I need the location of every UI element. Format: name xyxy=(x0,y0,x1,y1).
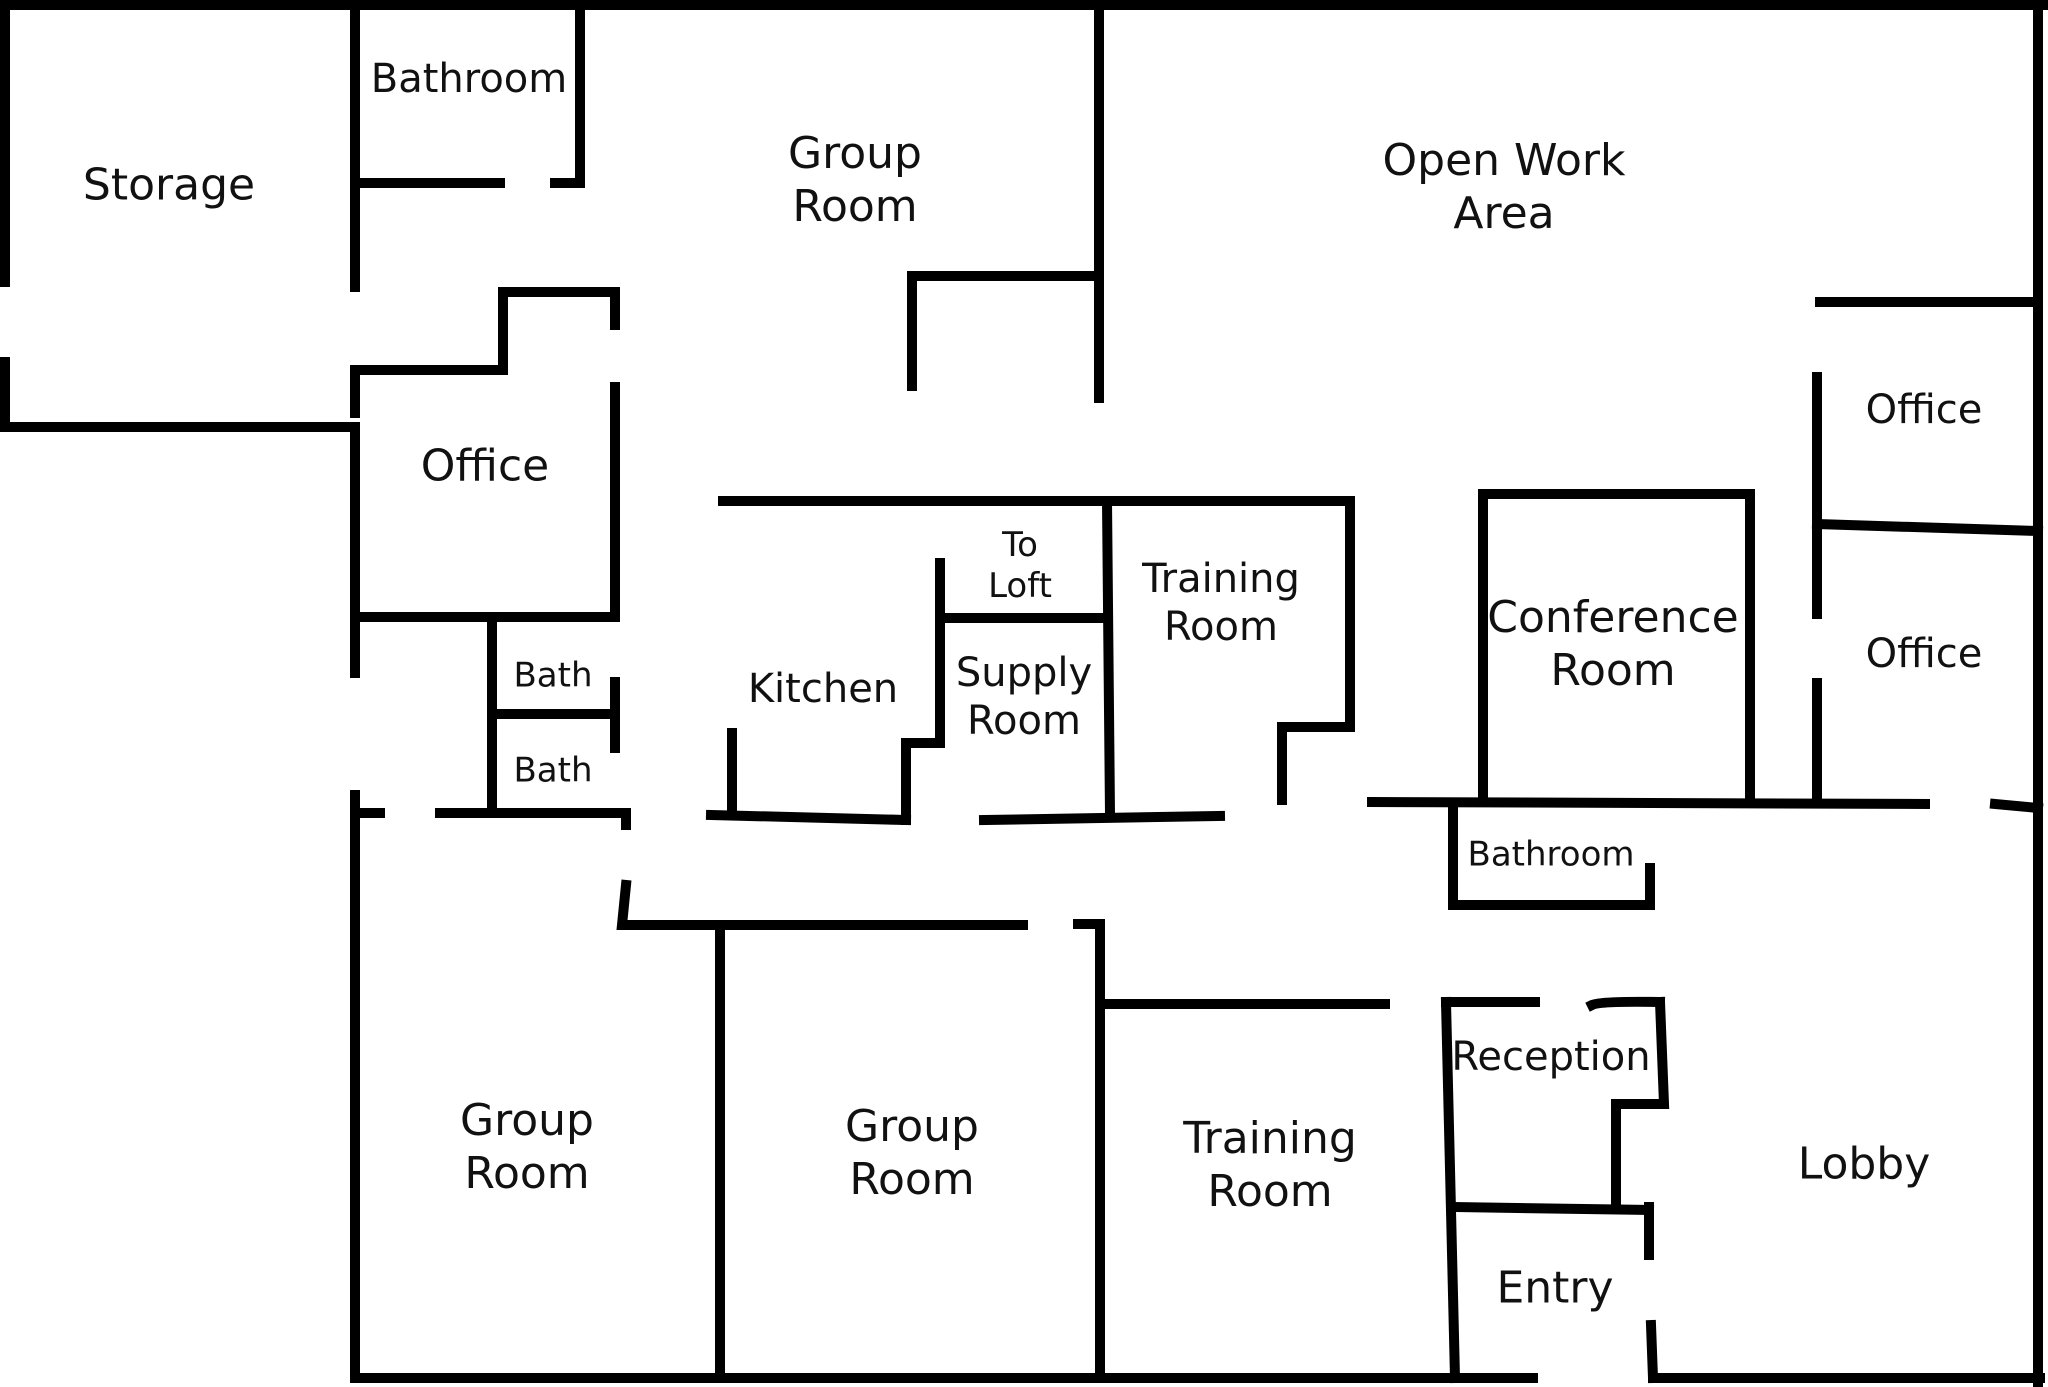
room-label-line: Room xyxy=(464,1148,590,1199)
room-label-line: Bath xyxy=(513,655,593,696)
room-label-line: Group xyxy=(460,1095,594,1147)
room-label-group-room-bottom-left: Group Room xyxy=(460,1095,594,1201)
room-label-line: Office xyxy=(1865,631,1983,677)
wall-kitchen-step xyxy=(901,738,945,825)
room-label-line: Room xyxy=(792,181,918,232)
wall-corridor-right-a xyxy=(1366,796,1931,810)
room-label-lobby: Lobby xyxy=(1798,1139,1931,1192)
wall-entry-right-b xyxy=(1645,1319,1659,1384)
room-label-line: Supply xyxy=(955,650,1093,696)
room-label-entry: Entry xyxy=(1496,1263,1613,1316)
room-label-office-right-bottom: Office xyxy=(1866,630,1983,678)
room-label-line: Reception xyxy=(1451,1034,1651,1080)
room-label-bath-upper: Bath xyxy=(513,656,592,697)
room-label-line: Room xyxy=(1207,1166,1333,1217)
room-label-training-room-bottom: Training Room xyxy=(1183,1113,1357,1219)
room-label-line: Entry xyxy=(1496,1262,1614,1314)
room-label-group-room-top: Group Room xyxy=(788,128,922,234)
room-label-open-work-area: Open Work Area xyxy=(1383,135,1626,241)
room-label-line: Group xyxy=(845,1101,979,1153)
room-label-line: Room xyxy=(967,698,1081,744)
room-label-to-loft: To Loft xyxy=(988,525,1052,607)
room-label-line: To xyxy=(1002,525,1038,566)
room-label-bath-lower: Bath xyxy=(513,751,592,792)
room-label-line: Kitchen xyxy=(747,666,899,712)
room-label-office-right-top: Office xyxy=(1866,386,1983,434)
wall-reception-top-b xyxy=(1585,996,1666,1012)
room-label-office-left: Office xyxy=(421,441,549,494)
wall-supply-bottom xyxy=(978,810,1226,826)
room-label-line: Room xyxy=(1550,645,1676,696)
room-label-line: Loft xyxy=(988,566,1052,606)
room-label-line: Office xyxy=(1865,387,1983,433)
wall-training-mid-notch xyxy=(1277,722,1355,805)
room-label-line: Area xyxy=(1453,188,1555,239)
room-label-line: Bathroom xyxy=(1467,834,1635,875)
room-label-line: Training xyxy=(1142,556,1300,602)
wall-group-top xyxy=(907,271,1104,391)
wall-office-left-top xyxy=(350,287,620,375)
wall-reception-left xyxy=(1440,996,1461,1384)
wall-training-mid-left xyxy=(1101,495,1116,821)
room-label-supply-room: Supply Room xyxy=(956,649,1092,745)
room-label-kitchen: Kitchen xyxy=(748,665,898,713)
room-label-conference-room: Conference Room xyxy=(1487,592,1738,698)
room-label-line: Bath xyxy=(513,750,593,791)
room-label-line: Lobby xyxy=(1797,1138,1931,1190)
room-label-line: Bathroom xyxy=(370,56,568,102)
wall-entry-top xyxy=(1447,1201,1655,1216)
room-label-training-room-mid: Training Room xyxy=(1142,555,1300,651)
wall-bathroom-mid xyxy=(1448,799,1655,910)
wall-office-right-mid xyxy=(1811,518,2044,537)
wall-corridor-lower xyxy=(616,879,1028,930)
wall-kitchen-bottom xyxy=(705,809,912,826)
room-label-line: Training xyxy=(1183,1113,1357,1165)
room-label-line: Office xyxy=(420,440,550,492)
room-label-line: Room xyxy=(849,1154,975,1205)
room-label-line: Storage xyxy=(82,159,256,211)
room-label-group-room-bottom-mid: Group Room xyxy=(845,1101,979,1207)
room-label-reception: Reception xyxy=(1451,1033,1650,1081)
room-label-line: Room xyxy=(1164,604,1278,650)
room-label-line: Conference xyxy=(1487,592,1739,644)
room-label-storage: Storage xyxy=(83,160,255,213)
room-label-bathroom-mid: Bathroom xyxy=(1468,835,1635,876)
room-label-line: Group xyxy=(788,128,922,180)
wall-corridor-right-b xyxy=(1989,798,2044,814)
room-label-bathroom-top: Bathroom xyxy=(371,55,567,103)
wall-reception-right xyxy=(1611,996,1670,1214)
room-label-line: Open Work xyxy=(1382,135,1626,187)
wall-conference xyxy=(1478,489,1755,804)
